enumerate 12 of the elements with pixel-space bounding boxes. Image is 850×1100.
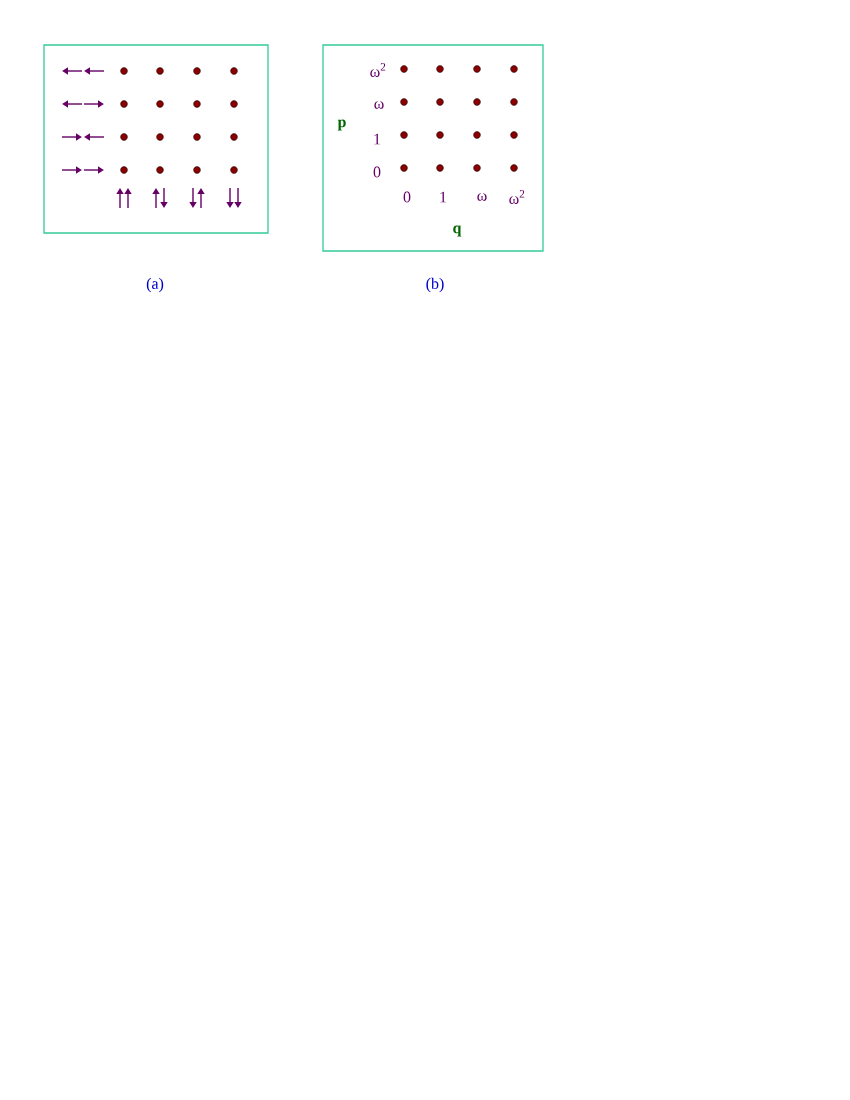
- axis-value: ω: [374, 101, 384, 109]
- axis-value: 1: [374, 133, 381, 145]
- panel-caption: (b): [426, 277, 444, 293]
- axis-value: 0: [403, 191, 411, 203]
- axis-value: ω$^{2}$: [509, 190, 525, 204]
- axis-label: p: [337, 119, 346, 131]
- axis-label: q: [453, 225, 462, 237]
- axis-value: 1: [440, 191, 447, 203]
- panel-caption: (a): [146, 277, 164, 293]
- axis-value: ω: [477, 193, 487, 201]
- axis-value: ω$^{2}$: [370, 63, 386, 77]
- axis-value: 0: [373, 166, 381, 178]
